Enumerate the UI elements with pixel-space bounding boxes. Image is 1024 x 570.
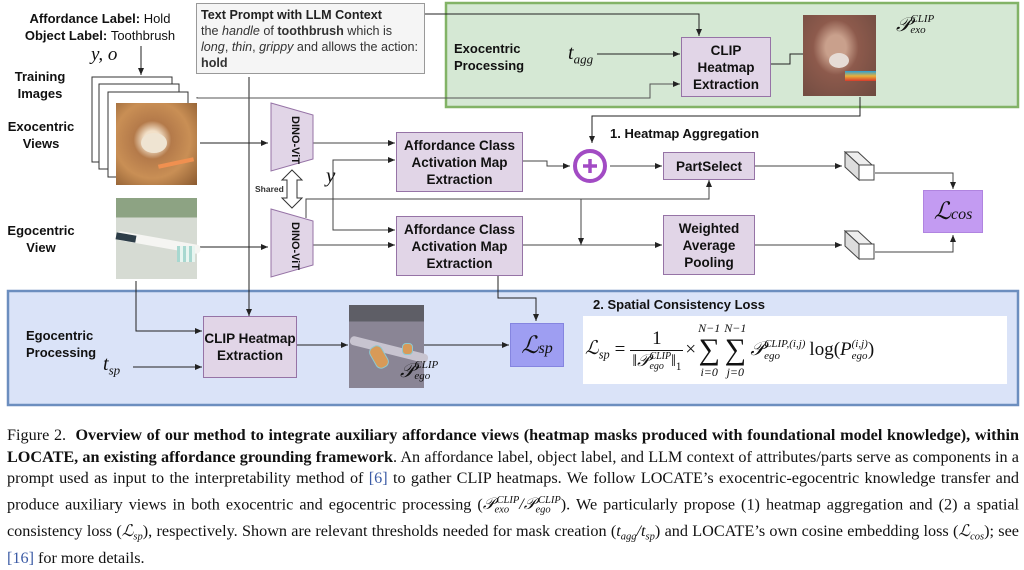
sum-i: N−1 ∑ i=0 bbox=[698, 321, 721, 379]
exocentric-processing-title: Exocentric Processing bbox=[454, 41, 525, 73]
prompt-text-fragment: handle bbox=[222, 24, 260, 38]
prompt-text-fragment: , bbox=[224, 40, 232, 54]
egocentric-processing-title: Egocentric Processing bbox=[26, 328, 97, 360]
label-y: y bbox=[326, 163, 336, 187]
shared-label: Shared bbox=[255, 184, 284, 194]
affordance-label-key: Affordance Label: bbox=[29, 11, 141, 26]
dino-vit-label-bottom: DINO-ViT bbox=[289, 221, 301, 271]
object-label-key: Object Label: bbox=[24, 28, 108, 43]
cosine-loss-block: ℒcos bbox=[923, 190, 983, 233]
sum-j: N−1 ∑ j=0 bbox=[724, 321, 747, 379]
text-prompt-title: Text Prompt with LLM Context bbox=[201, 8, 382, 22]
threshold-t-sp: tsp bbox=[103, 353, 121, 378]
threshold-t-agg: tagg bbox=[568, 42, 594, 67]
shared-weights-arrow bbox=[280, 169, 304, 209]
citation-link-6[interactable]: [6] bbox=[368, 469, 388, 487]
dino-vit-label-top: DINO-ViT bbox=[289, 115, 301, 165]
figure-caption: Figure 2. Overview of our method to inte… bbox=[7, 426, 1020, 568]
prompt-text-fragment: which is bbox=[343, 24, 393, 38]
prompt-text-fragment: of bbox=[259, 24, 278, 38]
embedding-cube-top bbox=[843, 150, 875, 182]
mask-detail bbox=[141, 133, 167, 153]
caption-thresholds: tagg/tsp bbox=[616, 521, 655, 543]
citation-link-16[interactable]: [16] bbox=[7, 549, 34, 568]
heatmap-highlight bbox=[845, 71, 876, 81]
prompt-text-fragment: the bbox=[201, 24, 223, 38]
egocentric-view-label: Egocentric View bbox=[7, 223, 75, 255]
ego-clip-heatmap-extraction-block: CLIP Heatmap Extraction bbox=[203, 316, 297, 378]
exocentric-clip-heatmap-image bbox=[803, 15, 876, 96]
spatial-consistency-loss-title: 2. Spatial Consistency Loss bbox=[593, 297, 765, 312]
caption-l-cos: ℒcos bbox=[958, 521, 985, 543]
caption-p-exo-ego: 𝒫exoCLIP/𝒫egoCLIP bbox=[482, 494, 561, 516]
prompt-text-fragment: grippy bbox=[259, 40, 294, 54]
spatial-loss-block: ℒsp bbox=[510, 323, 564, 367]
toothbrush-detail bbox=[157, 157, 195, 169]
prompt-text-fragment: long bbox=[201, 40, 225, 54]
cam-extraction-block-bottom: Affordance Class Activation Map Extracti… bbox=[396, 216, 523, 276]
caption-bold-summary: Overview of our method to integrate auxi… bbox=[7, 426, 1019, 466]
prompt-text-fragment: and allows the action: bbox=[293, 40, 419, 54]
prompt-text-fragment: thin bbox=[231, 40, 253, 54]
text-prompt-box: Text Prompt with LLM Context the handle … bbox=[196, 3, 425, 74]
exocentric-views-label: Exocentric Views bbox=[7, 119, 75, 151]
heatmap-aggregation-label: 1. Heatmap Aggregation bbox=[610, 126, 760, 141]
dino-vit-encoder-bottom bbox=[270, 208, 314, 278]
prompt-text-fragment: toothbrush bbox=[277, 24, 344, 38]
dino-vit-encoder-top bbox=[270, 102, 314, 172]
training-images-label: Training Images bbox=[14, 69, 66, 101]
text-prompt-body: the handle of toothbrush which is long, … bbox=[201, 23, 420, 71]
cam-extraction-block-top: Affordance Class Activation Map Extracti… bbox=[396, 132, 523, 192]
figure-number: Figure 2. bbox=[7, 426, 67, 444]
caption-l-sp: ℒsp bbox=[121, 521, 143, 543]
weighted-average-pooling-block: Weighted Average Pooling bbox=[663, 215, 755, 275]
affordance-label-value: Hold bbox=[143, 11, 171, 26]
embedding-cube-bottom bbox=[843, 229, 875, 261]
input-labels: Affordance Label: Hold Object Label: Too… bbox=[10, 10, 190, 44]
partselect-block: PartSelect bbox=[663, 152, 755, 180]
egocentric-view-image bbox=[115, 198, 202, 279]
exo-clip-heatmap-extraction-block: CLIP Heatmap Extraction bbox=[681, 37, 771, 97]
label-y-o: y, o bbox=[91, 44, 118, 65]
exocentric-view-image bbox=[116, 103, 197, 185]
object-label-value: Toothbrush bbox=[110, 28, 176, 43]
egocentric-clip-heatmap-image bbox=[349, 305, 429, 388]
prompt-text-fragment: , bbox=[252, 40, 260, 54]
prompt-text-fragment: hold bbox=[201, 56, 228, 70]
